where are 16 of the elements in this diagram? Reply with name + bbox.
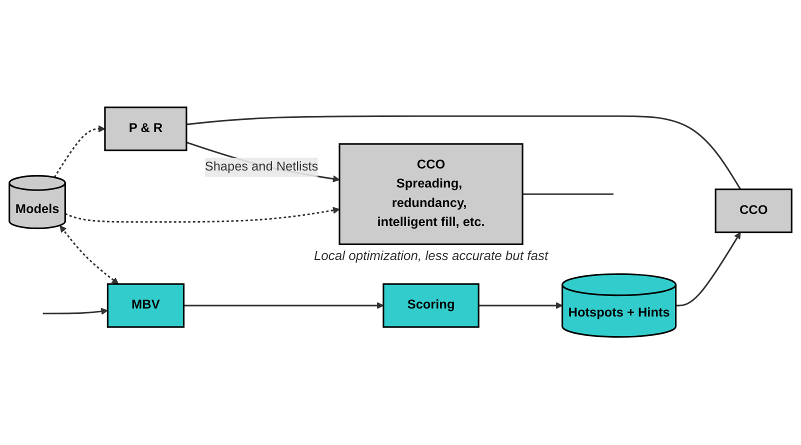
edge-label: Shapes and Netlists — [204, 160, 318, 174]
arrow — [54, 126, 106, 178]
node-box: MBV — [106, 284, 185, 328]
arrow — [42, 308, 108, 316]
node-box: CCO Spreading, redundancy, intelligent fill, etc. — [338, 144, 524, 246]
arrow — [676, 232, 741, 307]
node-box: CCO — [714, 188, 792, 234]
arrow — [184, 302, 384, 310]
arrow — [64, 207, 340, 224]
arrow — [478, 302, 563, 310]
node-box: P & R — [104, 106, 188, 152]
node-box: Scoring — [382, 284, 480, 328]
arrow — [60, 226, 119, 285]
connector — [186, 116, 742, 190]
note-text: Local optimization, less accurate but fast — [312, 248, 550, 263]
connector — [522, 194, 614, 196]
